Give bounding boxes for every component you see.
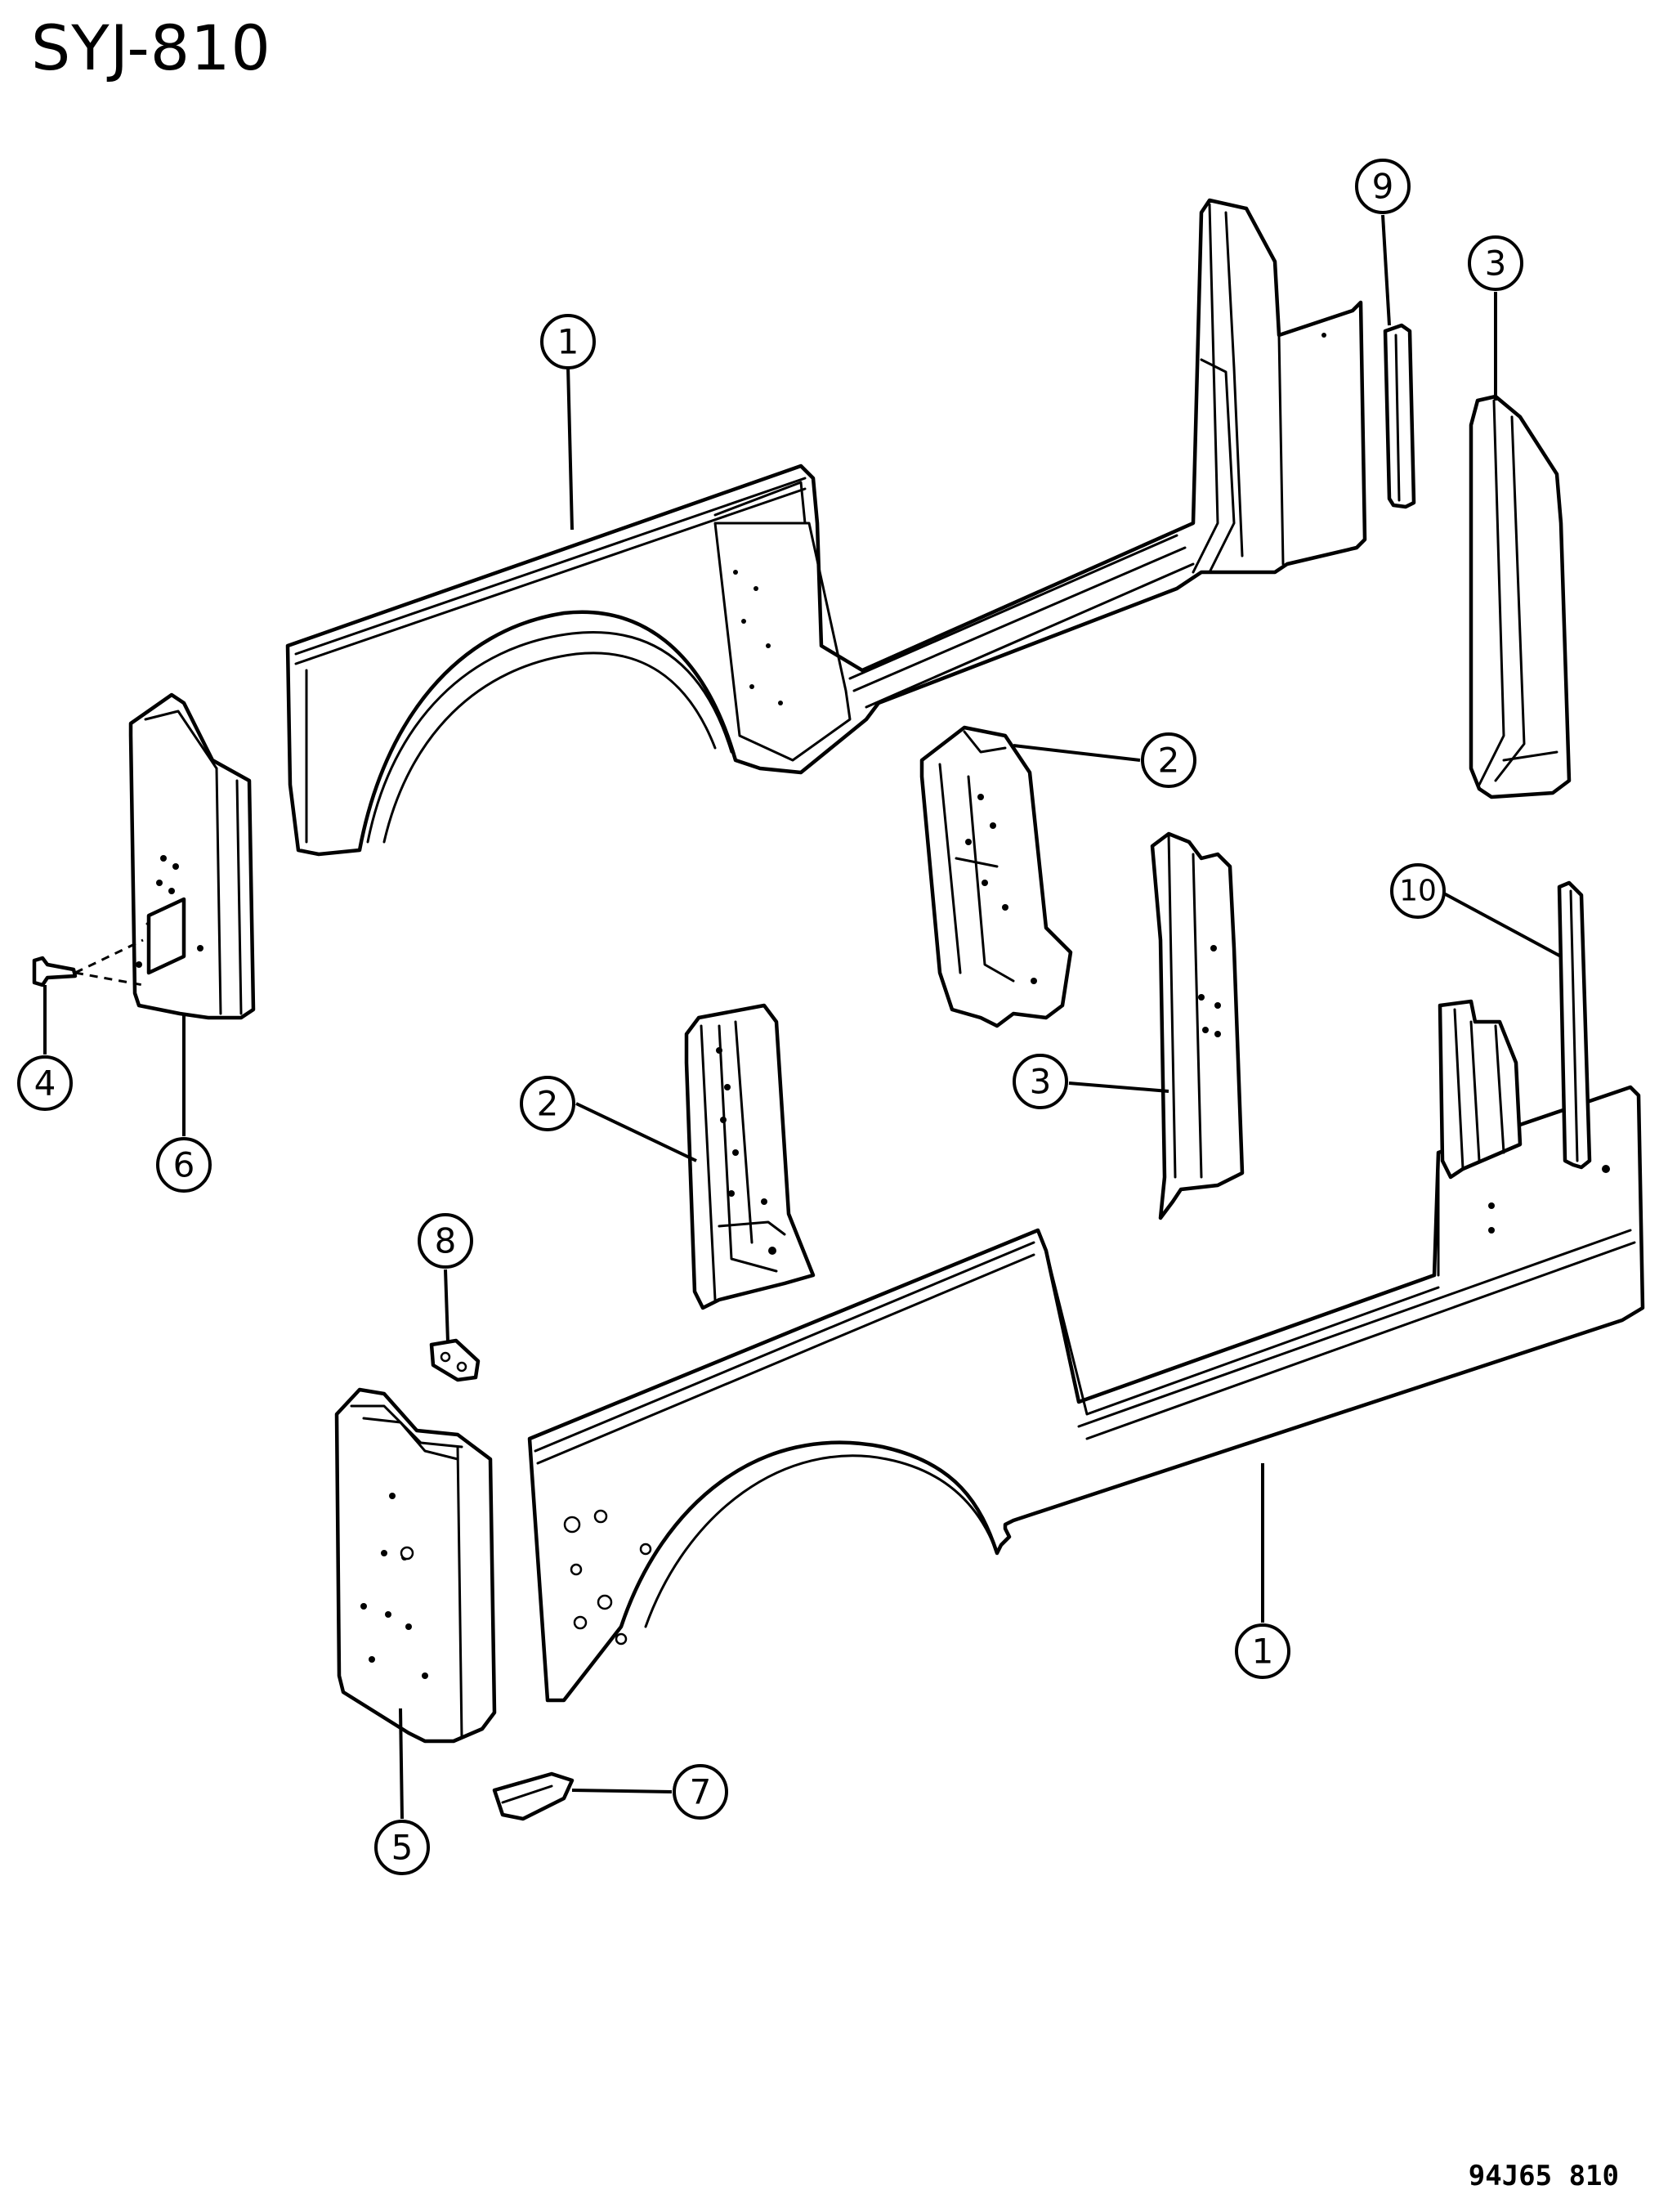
svg-text:10: 10 xyxy=(1399,875,1437,908)
part-10-strip xyxy=(1557,880,1592,1170)
callout-2-upper: 2 xyxy=(1141,732,1196,788)
part-6-corner-panel xyxy=(128,692,256,1020)
lower-body-side-panel xyxy=(527,1085,1645,1703)
lower-rear-pillar xyxy=(1438,999,1523,1180)
callout-4: 4 xyxy=(17,1055,73,1111)
part-8-bracket xyxy=(429,1338,481,1382)
svg-text:6: 6 xyxy=(173,1145,195,1185)
svg-text:2: 2 xyxy=(1158,741,1180,781)
svg-text:1: 1 xyxy=(1252,1632,1274,1672)
part-3-lower-pillar xyxy=(1150,831,1245,1220)
diagram-title: SYJ-810 xyxy=(31,11,271,84)
svg-text:1: 1 xyxy=(557,322,579,362)
callout-9: 9 xyxy=(1355,159,1411,214)
part-9-strip xyxy=(1383,323,1416,509)
leader-lines xyxy=(43,214,1562,1820)
callout-6: 6 xyxy=(156,1137,212,1193)
callout-2-lower: 2 xyxy=(520,1076,575,1131)
part-3-upper-pillar xyxy=(1469,394,1572,799)
callout-8: 8 xyxy=(418,1213,473,1269)
svg-text:3: 3 xyxy=(1485,244,1507,284)
part-7-bracket xyxy=(492,1771,575,1821)
callout-5: 5 xyxy=(374,1820,430,1875)
callout-3-upper: 3 xyxy=(1468,235,1523,291)
svg-text:4: 4 xyxy=(34,1063,56,1104)
part-5-corner-panel xyxy=(334,1387,497,1744)
svg-text:2: 2 xyxy=(537,1084,559,1124)
svg-text:8: 8 xyxy=(435,1221,457,1261)
part-4-screw xyxy=(32,938,144,987)
figure-code: 94J65 810 xyxy=(1468,2160,1619,2192)
callout-1-lower: 1 xyxy=(1235,1623,1290,1679)
callout-10: 10 xyxy=(1390,863,1446,919)
svg-text:3: 3 xyxy=(1030,1062,1052,1102)
svg-text:5: 5 xyxy=(391,1828,414,1868)
part-2-upper-pillar xyxy=(919,725,1073,1028)
callout-3-lower: 3 xyxy=(1013,1054,1068,1109)
svg-text:7: 7 xyxy=(690,1772,712,1812)
part-2-lower-pillar xyxy=(684,1003,816,1310)
upper-body-side-panel xyxy=(285,198,1367,857)
callout-1-upper: 1 xyxy=(540,314,596,369)
svg-text:9: 9 xyxy=(1372,167,1394,207)
callout-7: 7 xyxy=(673,1764,728,1820)
